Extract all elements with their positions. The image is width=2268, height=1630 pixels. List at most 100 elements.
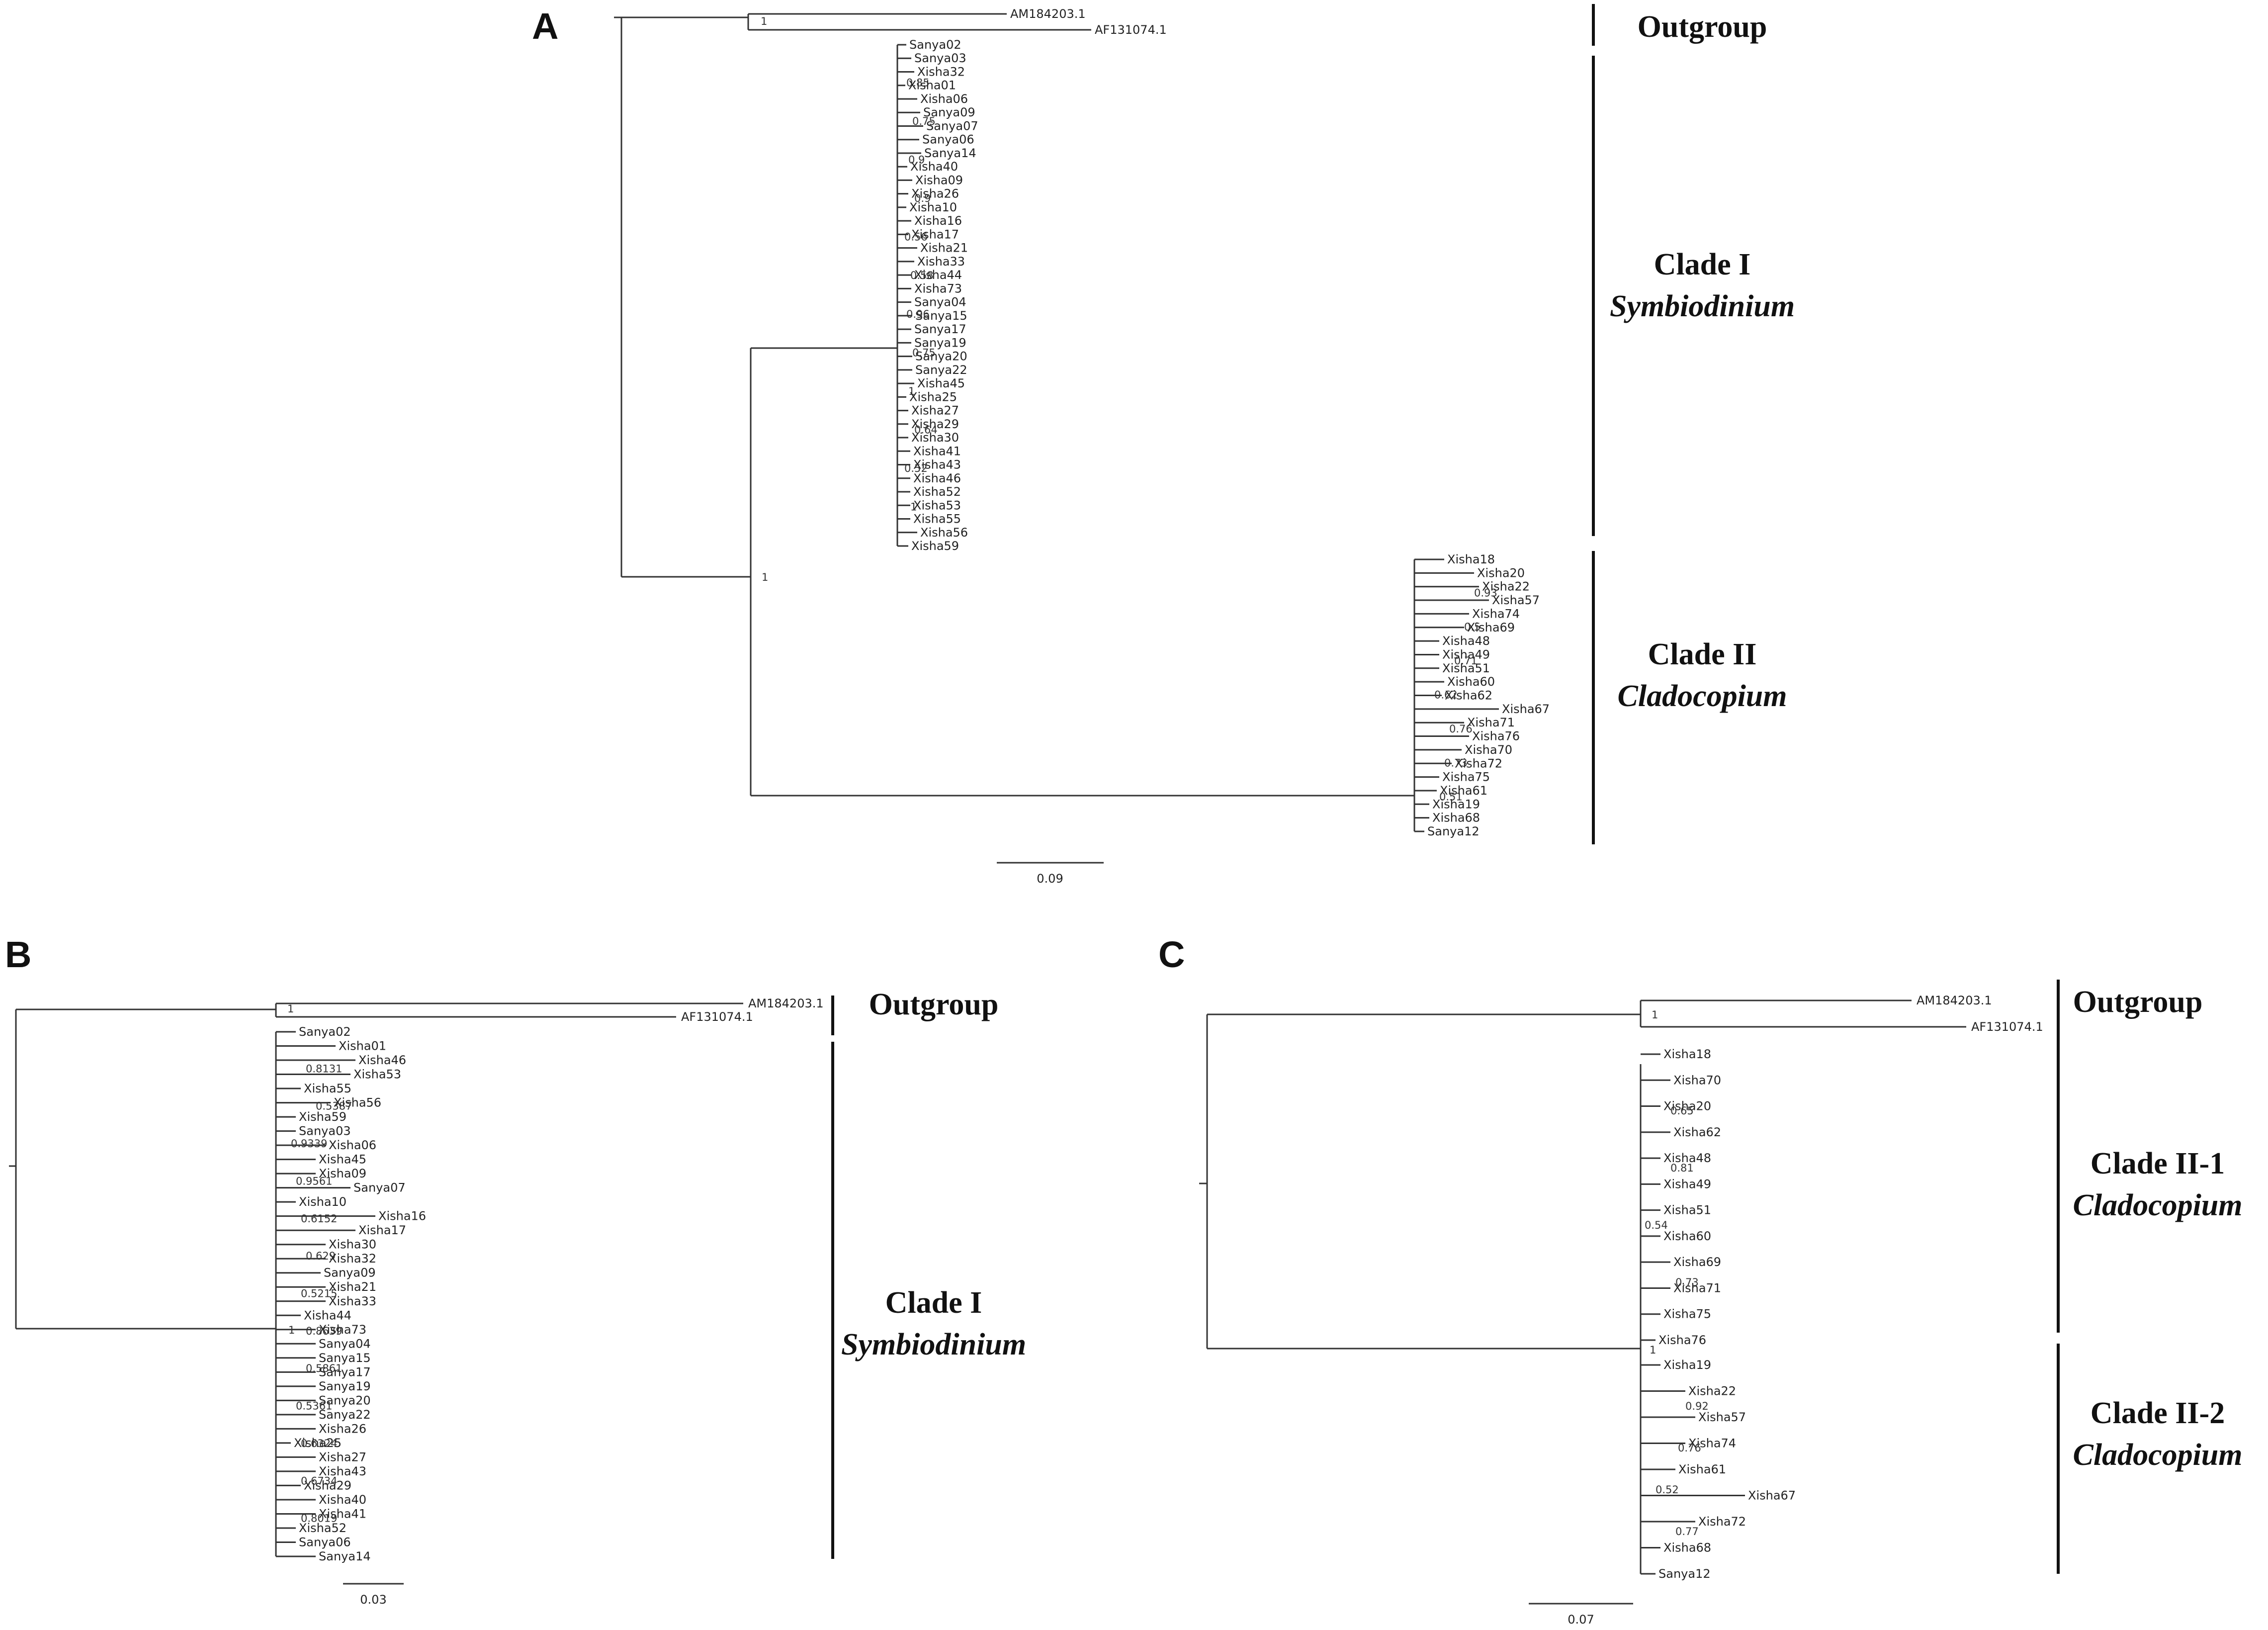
panel-a-clade1-support-2: 0.75 (912, 115, 936, 127)
panel-b-clade1-support-2: 0.5387 (316, 1100, 352, 1112)
panel-a-clade1-tip-sanya15: Sanya15 (915, 309, 967, 323)
panel-a-clade1-tip-xisha01: Xisha01 (908, 79, 956, 92)
panel-b-clade1-tip-sanya20: Sanya20 (319, 1393, 371, 1407)
panel-b-clade1-tip-xisha06: Xisha06 (329, 1138, 376, 1152)
panel-c-clade1-tip-xisha48: Xisha48 (1663, 1151, 1711, 1165)
panel-a-backbone (614, 16, 751, 578)
panel-a-outgroup-label: Outgroup (1638, 10, 1767, 44)
panel-c-clade2-tip-xisha74: Xisha74 (1688, 1437, 1736, 1450)
panel-a-clade1-tip-xisha25: Xisha25 (909, 390, 957, 404)
panel-a-clade1-tip-sanya20: Sanya20 (915, 350, 967, 363)
panel-a-clade1-genus: Symbiodinium (1610, 289, 1795, 323)
panel-c-clade2-tip-xisha72: Xisha72 (1698, 1515, 1746, 1529)
panel-c-scale-label: 0.07 (1568, 1613, 1594, 1627)
panel-a-clade1-tip-xisha40: Xisha40 (910, 160, 958, 174)
panel-b-clade1-support-11: 0.6324 (301, 1438, 337, 1449)
panel-a-clade2-support-4: 0.62 (1434, 689, 1458, 701)
panel-a-clade2-tip-xisha71: Xisha71 (1467, 716, 1515, 729)
panel-b-clade1-tip-xisha45: Xisha45 (319, 1153, 366, 1167)
panel-b-outgroup-support: 1 (287, 1003, 294, 1015)
panel-c-backbone (1199, 1013, 1641, 1350)
panel-b-clade1-tip-xisha01: Xisha01 (339, 1039, 386, 1053)
panel-a-clade1-tip-xisha30: Xisha30 (911, 431, 959, 445)
panel-a-clade2-support-2: 0.5 (1464, 621, 1481, 633)
panel-b-clade1-tip-xisha16: Xisha16 (378, 1209, 426, 1223)
panel-a-clade2-tip-xisha74: Xisha74 (1472, 607, 1520, 621)
panel-a-tip-am184203: AM184203.1 (1010, 7, 1086, 21)
panel-c-clade2-tip-xisha19: Xisha19 (1663, 1358, 1711, 1372)
panel-c-clade1-tip-xisha69: Xisha69 (1673, 1255, 1721, 1269)
panel-a: A 1 AM184203.1 AF131074.1 1 Sanya02Sanya… (532, 4, 1795, 886)
panel-b-clade1-tip-sanya04: Sanya04 (319, 1337, 371, 1351)
panel-a-clade1-tip-sanya14: Sanya14 (924, 146, 976, 160)
panel-c-clade1-supports: 0.650.810.540.73 (1645, 1105, 1699, 1288)
panel-c-clade1-tip-xisha20: Xisha20 (1663, 1099, 1711, 1113)
panel-b-tip-am184203: AM184203.1 (748, 996, 824, 1010)
panel-a-clade1-tip-sanya09: Sanya09 (923, 105, 975, 119)
panel-c-outgroup-support: 1 (1652, 1009, 1658, 1021)
panel-b-outgroup-label: Outgroup (869, 988, 999, 1021)
panel-c-outgroup-label: Outgroup (2073, 985, 2203, 1019)
panel-c-clade2-tip-sanya12: Sanya12 (1658, 1567, 1711, 1581)
panel-a-clade1-tip-xisha53: Xisha53 (913, 498, 961, 512)
panel-c-clade2-name: Clade II-2 (2091, 1396, 2225, 1430)
panel-b-clade1-name: Clade I (885, 1286, 982, 1320)
panel-b-clade1-tip-xisha25: Xisha25 (294, 1436, 342, 1450)
panel-b-clade1-tip-xisha32: Xisha32 (329, 1252, 376, 1266)
panel-a-clade2-support-6: 0.73 (1444, 757, 1468, 769)
panel-c-clade1-tip-xisha70: Xisha70 (1673, 1073, 1721, 1087)
panel-c-clade1-support-1: 0.65 (1670, 1105, 1694, 1117)
panel-a-tip-af131074: AF131074.1 (1095, 23, 1167, 37)
panel-a-scale-label: 0.09 (1037, 872, 1063, 886)
panel-a-clade1-tip-xisha59: Xisha59 (911, 539, 959, 553)
panel-a-clade1-tip-sanya06: Sanya06 (922, 133, 974, 147)
panel-a-clade1-support-10: 0.64 (914, 424, 938, 436)
panel-a-outgroup-branches (747, 13, 1091, 31)
panel-b-clade1-tip-sanya15: Sanya15 (319, 1351, 371, 1365)
panel-c-clade1-support-3: 0.54 (1645, 1219, 1668, 1231)
panel-a-clade1-tips: Sanya02Sanya03Xisha32Xisha01Xisha06Sanya… (897, 38, 978, 553)
panel-a-outgroup-support: 1 (761, 15, 767, 27)
panel-b-clade1-support-6: 0.629 (306, 1250, 336, 1262)
panel-a-clade2-genus: Cladocopium (1617, 679, 1787, 713)
panel-a-clade2-tip-xisha57: Xisha57 (1492, 593, 1540, 607)
panel-c-clade2-tips: Xisha19Xisha22Xisha57Xisha74Xisha61Xisha… (1641, 1358, 1796, 1581)
panel-a-clade1-support-4: 0.9 (914, 192, 931, 204)
panel-c-clade1-tip-xisha60: Xisha60 (1663, 1229, 1711, 1243)
panel-b-clade1-tip-xisha40: Xisha40 (319, 1493, 366, 1507)
panel-c-clade2-supports: 0.920.760.520.77 (1656, 1400, 1709, 1538)
panel-a-clade1-tip-sanya07: Sanya07 (926, 119, 978, 133)
panel-c-tip-am184203: AM184203.1 (1917, 994, 1992, 1007)
panel-a-clade1-tip-xisha33: Xisha33 (917, 255, 965, 269)
panel-b-clade1-tip-xisha59: Xisha59 (299, 1110, 347, 1124)
panel-c-clade1-support-2: 0.81 (1670, 1162, 1694, 1174)
panel-a-root-support: 1 (762, 571, 768, 583)
panel-b-clade1-tip-xisha27: Xisha27 (319, 1450, 366, 1464)
panel-c-clade2-genus: Cladocopium (2073, 1438, 2242, 1472)
panel-b-clade1-tip-xisha26: Xisha26 (319, 1422, 366, 1436)
panel-a-clade1-support-1: 0.85 (906, 77, 930, 89)
panel-a-clade1-tip-xisha73: Xisha73 (914, 281, 962, 295)
panel-a-clade2-support-7: 0.51 (1439, 791, 1463, 803)
panel-b-clade1-tip-sanya14: Sanya14 (319, 1549, 371, 1563)
panel-c-clade1-tip-xisha51: Xisha51 (1663, 1203, 1711, 1217)
panel-a-clade1-tip-xisha21: Xisha21 (920, 241, 968, 255)
panel-a-clade2-tip-xisha68: Xisha68 (1432, 811, 1480, 825)
panel-b-clade1-tip-xisha73: Xisha73 (319, 1323, 366, 1337)
panel-a-clade2-tip-sanya12: Sanya12 (1427, 824, 1480, 838)
panel-a-ingroup-split (750, 347, 1414, 797)
panel-b-clade1-support-5: 0.6152 (301, 1213, 337, 1225)
panel-a-clade2-support-5: 0.76 (1449, 723, 1473, 735)
panel-a-clade2-support-3: 0.71 (1454, 655, 1478, 667)
panel-c: C 1 AM184203.1 AF131074.1 1 Xisha18Xisha… (1158, 934, 2243, 1627)
panel-c-clade2-support-1: 0.92 (1685, 1400, 1709, 1412)
panel-a-clade1-tip-sanya22: Sanya22 (915, 363, 967, 377)
panel-b-clade1-tip-xisha52: Xisha52 (299, 1521, 347, 1535)
panel-c-clade1-tip-xisha49: Xisha49 (1663, 1177, 1711, 1191)
panel-a-clade1-support-6: 0.58 (910, 270, 934, 281)
panel-a-clade1-support-5: 0.56 (904, 231, 928, 243)
panel-b-clade1-support-9: 0.5861 (306, 1362, 342, 1374)
panel-b-clade1-tip-sanya03: Sanya03 (299, 1124, 351, 1138)
panel-b-clade1-tip-xisha44: Xisha44 (304, 1308, 351, 1322)
